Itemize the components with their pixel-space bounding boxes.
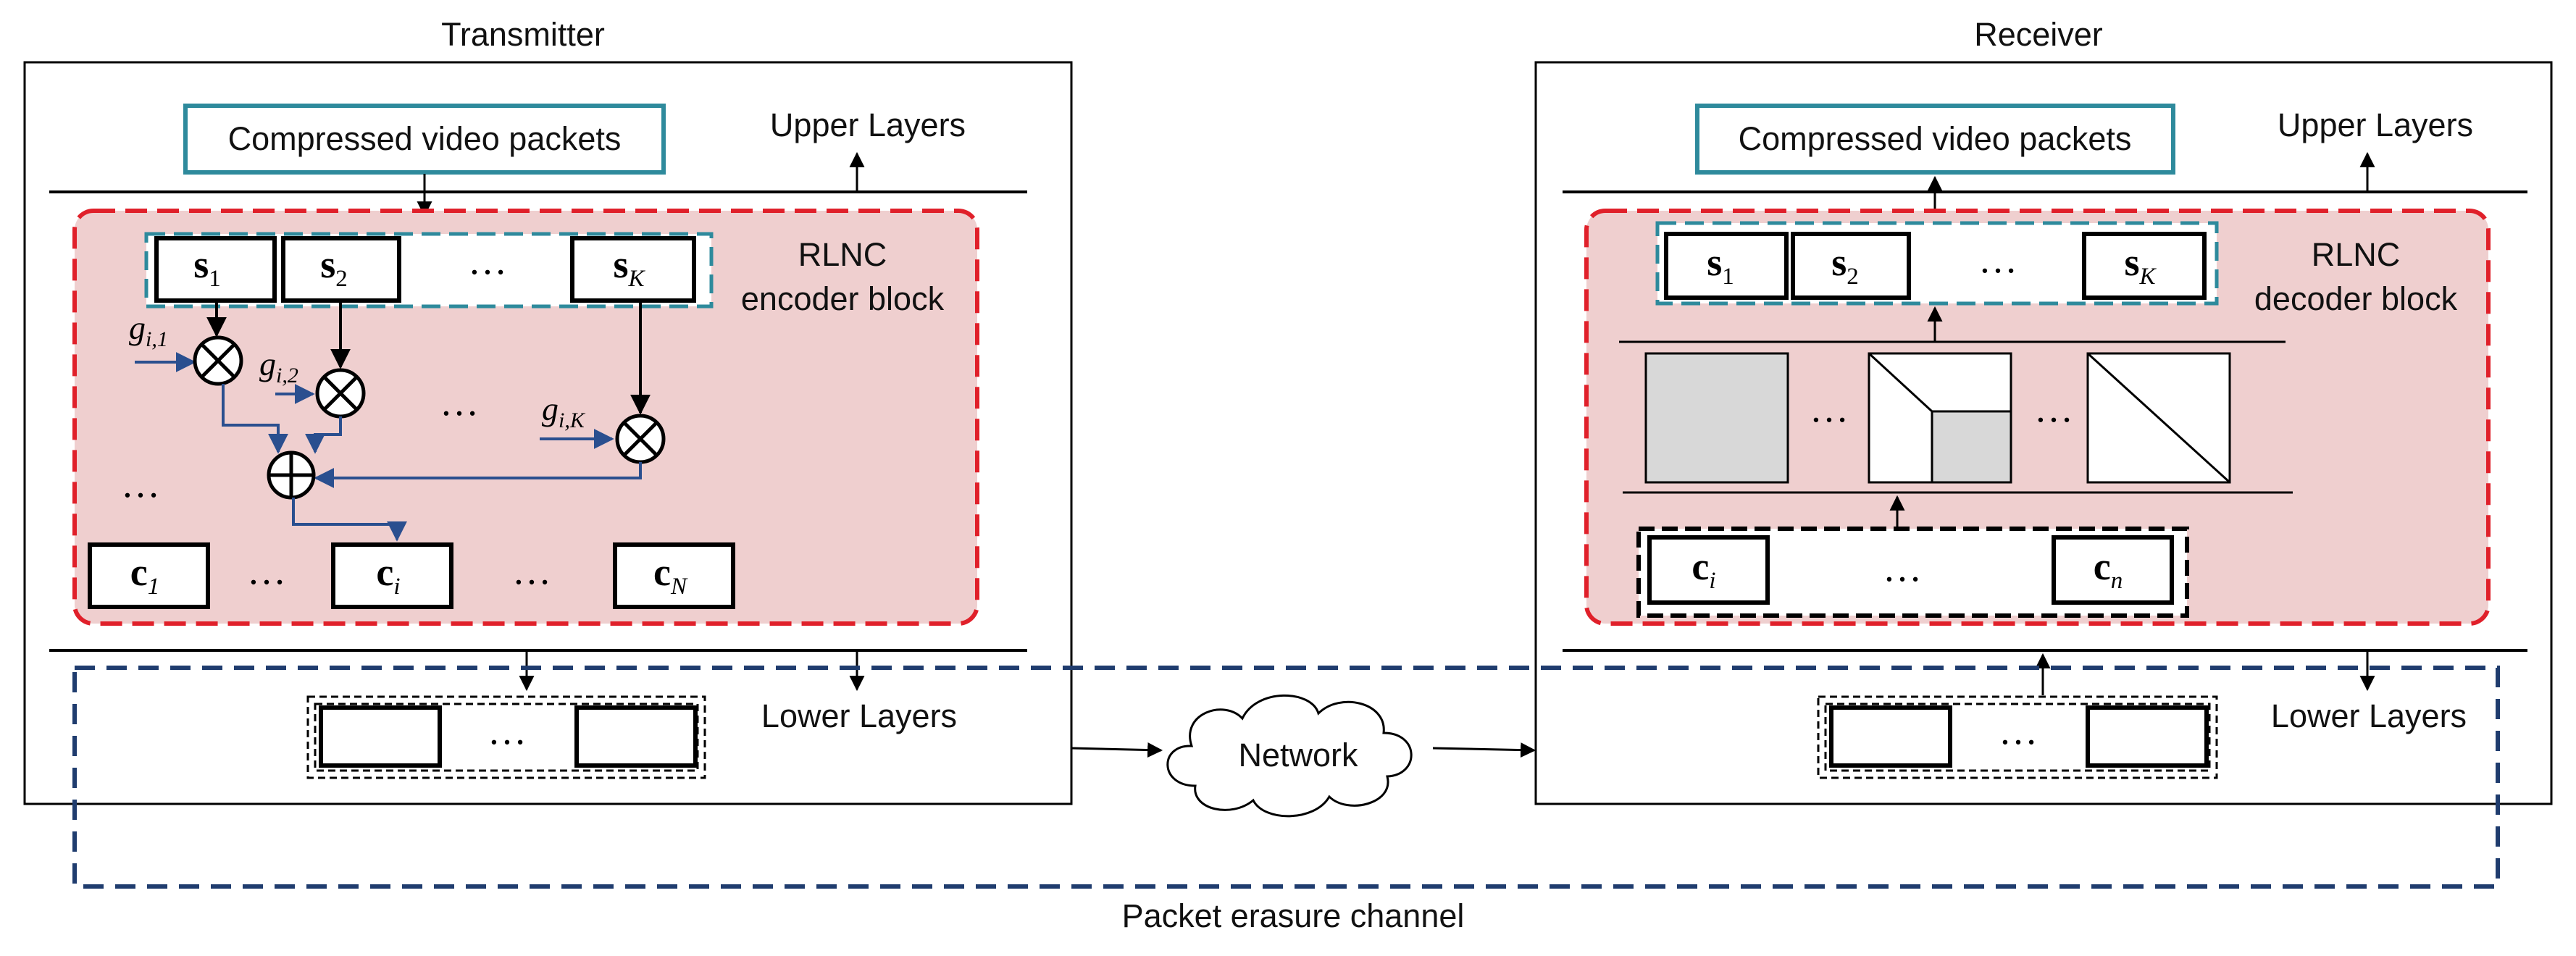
adder-to-ci bbox=[292, 498, 407, 542]
rx-s2-text: s2 bbox=[1831, 240, 1859, 290]
tx-cN-text: cN bbox=[653, 550, 688, 600]
multiplier-2 bbox=[315, 368, 366, 419]
tx-lower-layers-label: Lower Layers bbox=[761, 697, 957, 734]
tx-to-network-arrow bbox=[1071, 742, 1163, 758]
coef-g-i1: gi,1 bbox=[129, 309, 168, 351]
tx-s1-text: s1 bbox=[193, 243, 221, 292]
tx-left-ellipsis: … bbox=[121, 462, 160, 506]
tx-coded-ellipsis-1: … bbox=[247, 549, 286, 592]
rx-lower-packets-group bbox=[1817, 695, 2218, 779]
matrix-ellipsis-2: … bbox=[2034, 387, 2073, 430]
rx-compressed-packets-box bbox=[1695, 104, 2175, 175]
tx-coded-symbol-cN bbox=[613, 542, 735, 609]
tx-multiplier-ellipsis: … bbox=[440, 380, 479, 424]
rx-sK-text: sK bbox=[2124, 240, 2157, 290]
tx-compressed-packets-label: Compressed video packets bbox=[228, 120, 622, 157]
rx-received-symbol-ci bbox=[1647, 535, 1770, 605]
rx-source-symbol-s2 bbox=[1791, 232, 1911, 300]
mult1-to-adder bbox=[222, 384, 288, 454]
rx-source-ellipsis: … bbox=[1978, 238, 2017, 281]
tx-compressed-packets-box bbox=[183, 104, 666, 175]
rx-source-symbol-s1 bbox=[1664, 232, 1789, 300]
tx-lower-ellipsis: … bbox=[488, 709, 527, 752]
tx-upper-layers-label: Upper Layers bbox=[770, 106, 966, 143]
rx-received-symbol-cn bbox=[2052, 535, 2174, 605]
tx-c1-text: c1 bbox=[130, 550, 159, 600]
packet-erasure-channel-boundary bbox=[72, 666, 2500, 889]
receiver-box bbox=[1534, 61, 2553, 805]
transmitter-title: Transmitter bbox=[441, 16, 605, 53]
encoder-label-line2: encoder block bbox=[741, 280, 945, 317]
tx-s2-text: s2 bbox=[320, 243, 348, 292]
adder bbox=[267, 450, 316, 500]
tx-lower-packets-group bbox=[306, 695, 706, 779]
encoder-label-line1: RLNC bbox=[798, 236, 887, 273]
network-cloud-icon bbox=[1166, 694, 1413, 818]
coef-g-iK: gi,K bbox=[542, 390, 586, 432]
tx-source-symbol-s1 bbox=[154, 236, 277, 303]
tx-ci-text: ci bbox=[376, 550, 400, 600]
tx-source-symbol-sK bbox=[570, 236, 696, 303]
matrix-identity bbox=[2086, 352, 2231, 484]
multiplier-1 bbox=[193, 335, 243, 386]
tx-source-symbol-s2 bbox=[281, 236, 401, 303]
multiplier-K bbox=[615, 414, 666, 464]
rx-lower-ellipsis: … bbox=[1999, 709, 2038, 752]
transmitter-box bbox=[23, 61, 1073, 805]
network-label: Network bbox=[1238, 737, 1358, 773]
multK-to-adder bbox=[314, 462, 642, 488]
rx-lower-packet-2 bbox=[2086, 705, 2209, 768]
coef-g-i2: gi,2 bbox=[259, 345, 298, 387]
matrix-ellipsis-1: … bbox=[1810, 387, 1849, 430]
tx-coded-ellipsis-2: … bbox=[512, 549, 551, 592]
tx-coded-symbol-c1 bbox=[88, 542, 210, 609]
tx-lower-packet-1 bbox=[319, 705, 442, 768]
tx-source-ellipsis: … bbox=[468, 239, 507, 282]
rx-lower-packet-1 bbox=[1829, 705, 1952, 768]
rx-lower-layers-label: Lower Layers bbox=[2271, 697, 2467, 734]
rx-ci-text: ci bbox=[1691, 545, 1715, 594]
network-to-rx-arrow bbox=[1432, 742, 1536, 758]
rx-s1-text: s1 bbox=[1707, 240, 1734, 290]
packet-erasure-channel-label: Packet erasure channel bbox=[1122, 897, 1465, 934]
rx-upper-layers-label: Upper Layers bbox=[2278, 106, 2473, 143]
decoder-label-line1: RLNC bbox=[2312, 236, 2401, 273]
rx-cn-text: cn bbox=[2094, 545, 2123, 594]
matrix-full bbox=[1644, 352, 1789, 484]
rlnc-decoder-block bbox=[1584, 209, 2491, 626]
tx-sK-text: sK bbox=[613, 243, 645, 292]
rx-source-symbol-sK bbox=[2082, 232, 2207, 300]
tx-coded-symbol-ci bbox=[331, 542, 453, 609]
matrix-partial bbox=[1868, 352, 2012, 484]
rlnc-encoder-block bbox=[72, 209, 979, 626]
rx-received-ellipsis: … bbox=[1883, 546, 1922, 590]
rx-compressed-packets-label: Compressed video packets bbox=[1739, 120, 2132, 157]
mult2-to-adder bbox=[305, 416, 342, 454]
tx-lower-packet-2 bbox=[574, 705, 698, 768]
decoder-label-line2: decoder block bbox=[2254, 280, 2458, 317]
receiver-title: Receiver bbox=[1974, 16, 2103, 53]
